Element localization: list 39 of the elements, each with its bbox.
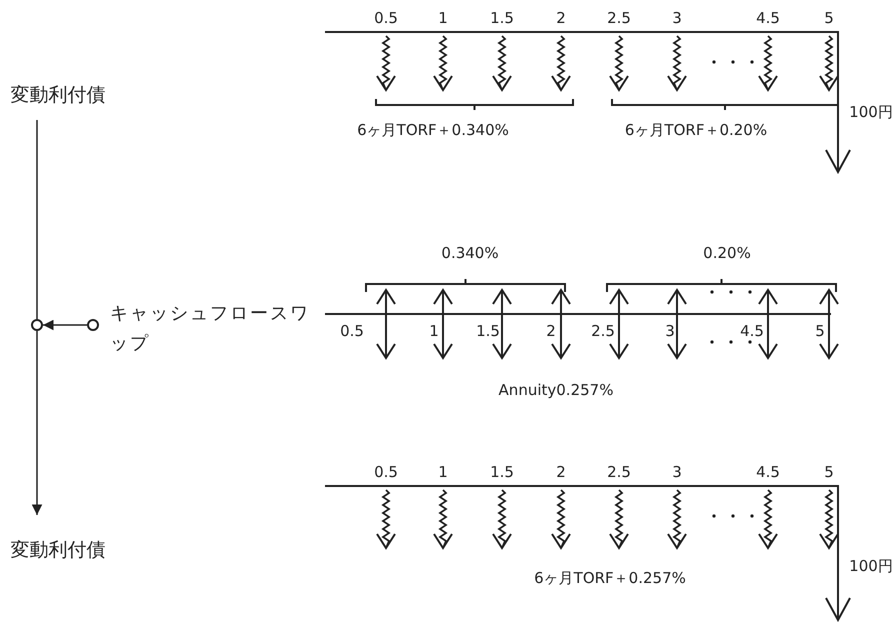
tick-label: 2.5 [607,9,631,27]
swap-label: キャッシュフロースワップ [110,302,310,356]
tick-label: 4.5 [756,9,780,27]
amount-label: 100円 [849,103,893,121]
tick-label: 2.5 [591,322,615,340]
tick-label: 3 [672,463,682,481]
tick-label: 1.5 [490,9,514,27]
tick-label: 2 [556,9,566,27]
arrow [43,320,87,330]
bond-label: 変動利付債 [10,83,106,107]
rate-label: Annuity0.257% [498,381,614,399]
tick-label: 1.5 [490,463,514,481]
tick-label: 0.5 [374,9,398,27]
arrow [32,331,42,515]
tick-label: 3 [665,322,675,340]
tick-label: 4.5 [740,322,764,340]
bond-label: 変動利付債 [10,538,106,562]
rate-label: 6ヶ月TORF＋0.257% [534,569,686,587]
tick-label: 2 [546,322,556,340]
tick-label: 5 [824,463,834,481]
amount-label: 100円 [849,557,893,575]
tick-label: 0.5 [340,322,364,340]
tick-label: 1 [429,322,439,340]
tick-label: 1 [438,463,448,481]
tick-label: 4.5 [756,463,780,481]
tick-label: 2 [556,463,566,481]
junction-circle [87,319,99,331]
tick-label: 5 [824,9,834,27]
tick-label: 1.5 [476,322,500,340]
rate-label: 0.20% [703,244,751,262]
tick-label: 5 [815,322,825,340]
rate-label: 6ヶ月TORF＋0.340% [357,121,509,139]
tick-label: 1 [438,9,448,27]
junction-circle [31,319,43,331]
tick-label: 3 [672,9,682,27]
rate-label: 6ヶ月TORF＋0.20% [624,121,768,139]
tick-label: 0.5 [374,463,398,481]
tick-label: 2.5 [607,463,631,481]
rate-label: 0.340% [441,244,499,262]
